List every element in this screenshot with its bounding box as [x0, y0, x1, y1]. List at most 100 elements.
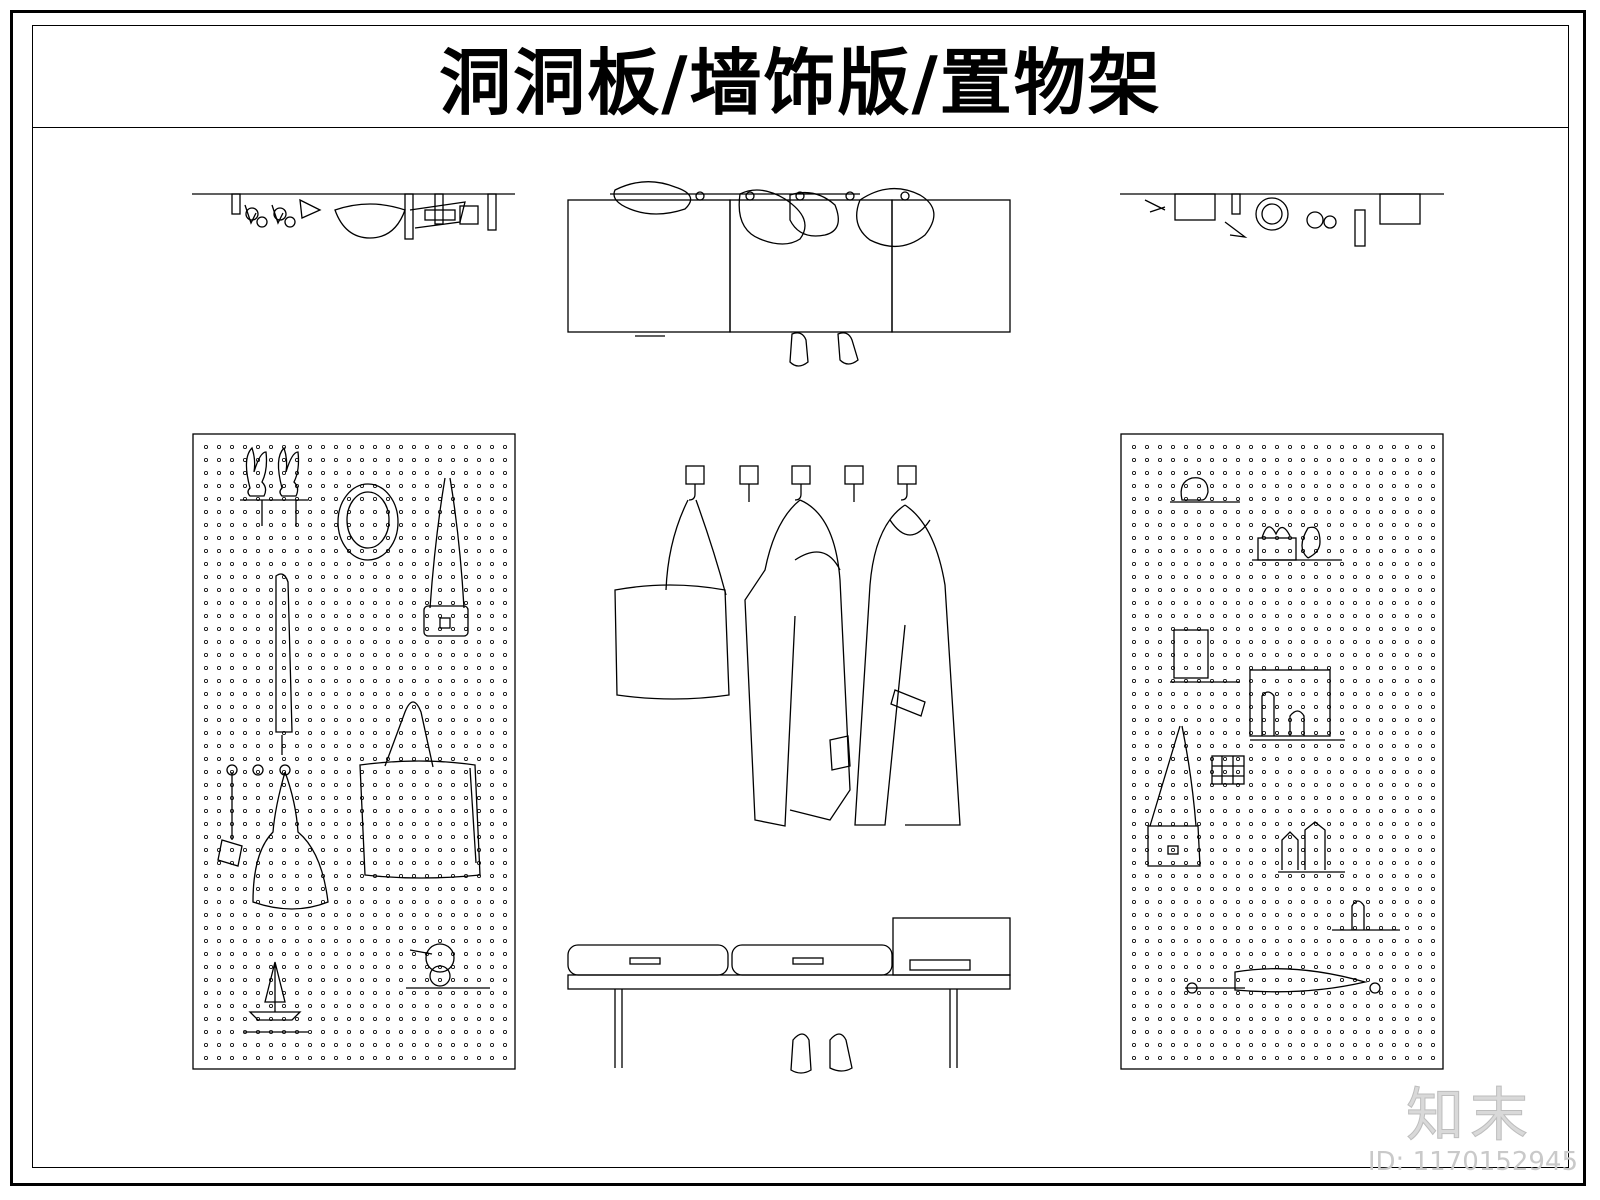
peg-hole: [1184, 926, 1189, 931]
peg-hole: [294, 783, 299, 788]
peg-hole: [1288, 614, 1293, 619]
peg-hole: [359, 965, 364, 970]
peg-hole: [203, 692, 208, 697]
peg-hole: [463, 1030, 468, 1035]
peg-hole: [1431, 666, 1436, 671]
peg-hole: [1392, 1017, 1397, 1022]
peg-hole: [307, 926, 312, 931]
peg-hole: [1327, 770, 1332, 775]
peg-hole: [268, 757, 273, 762]
peg-hole: [1366, 926, 1371, 931]
peg-hole: [1236, 1056, 1241, 1061]
peg-hole: [450, 1043, 455, 1048]
peg-hole: [1340, 744, 1345, 749]
peg-hole: [1145, 653, 1150, 658]
peg-hole: [1145, 692, 1150, 697]
peg-hole: [1262, 679, 1267, 684]
peg-hole: [1184, 575, 1189, 580]
peg-hole: [1275, 926, 1280, 931]
peg-hole: [359, 861, 364, 866]
peg-hole: [1236, 926, 1241, 931]
peg-hole: [489, 926, 494, 931]
peg-hole: [346, 601, 351, 606]
peg-hole: [1158, 874, 1163, 879]
peg-hole: [450, 835, 455, 840]
peg-hole: [1171, 692, 1176, 697]
peg-hole: [1340, 887, 1345, 892]
peg-hole: [1301, 770, 1306, 775]
peg-hole: [1418, 588, 1423, 593]
peg-hole: [385, 926, 390, 931]
peg-hole: [307, 848, 312, 853]
peg-hole: [489, 470, 494, 475]
peg-hole: [1236, 874, 1241, 879]
peg-hole: [411, 496, 416, 501]
peg-hole: [1132, 627, 1137, 632]
peg-hole: [1353, 470, 1358, 475]
peg-hole: [346, 1043, 351, 1048]
peg-hole: [1327, 1017, 1332, 1022]
peg-hole: [1379, 874, 1384, 879]
peg-hole: [1158, 1030, 1163, 1035]
peg-hole: [411, 796, 416, 801]
peg-hole: [1418, 900, 1423, 905]
peg-hole: [320, 978, 325, 983]
peg-hole: [1353, 705, 1358, 710]
peg-hole: [398, 822, 403, 827]
peg-hole: [1366, 627, 1371, 632]
peg-hole: [346, 809, 351, 814]
peg-hole: [502, 601, 507, 606]
peg-hole: [1353, 887, 1358, 892]
peg-hole: [1197, 861, 1202, 866]
peg-hole: [398, 757, 403, 762]
peg-hole: [1301, 822, 1306, 827]
peg-hole: [1184, 900, 1189, 905]
peg-hole: [1275, 614, 1280, 619]
peg-hole: [1197, 874, 1202, 879]
peg-hole: [372, 848, 377, 853]
peg-hole: [1405, 835, 1410, 840]
peg-hole: [1405, 861, 1410, 866]
peg-hole: [1145, 1004, 1150, 1009]
peg-hole: [203, 653, 208, 658]
peg-hole: [307, 978, 312, 983]
peg-hole: [1431, 601, 1436, 606]
peg-hole: [1197, 666, 1202, 671]
peg-hole: [1184, 809, 1189, 814]
peg-hole: [333, 588, 338, 593]
peg-hole: [1158, 887, 1163, 892]
peg-hole: [476, 835, 481, 840]
peg-hole: [1327, 874, 1332, 879]
peg-hole: [1197, 978, 1202, 983]
peg-hole: [450, 1056, 455, 1061]
peg-hole: [1431, 978, 1436, 983]
peg-hole: [1418, 549, 1423, 554]
peg-hole: [1314, 614, 1319, 619]
peg-hole: [203, 731, 208, 736]
peg-hole: [359, 614, 364, 619]
peg-hole: [450, 601, 455, 606]
peg-hole: [1275, 848, 1280, 853]
peg-hole: [1301, 692, 1306, 697]
peg-hole: [1353, 1043, 1358, 1048]
peg-hole: [1379, 483, 1384, 488]
peg-hole: [1171, 978, 1176, 983]
peg-hole: [450, 1004, 455, 1009]
peg-hole: [1392, 965, 1397, 970]
peg-hole: [203, 1004, 208, 1009]
peg-hole: [1340, 783, 1345, 788]
peg-hole: [242, 965, 247, 970]
peg-hole: [476, 939, 481, 944]
peg-hole: [294, 666, 299, 671]
peg-hole: [1132, 549, 1137, 554]
peg-hole: [203, 509, 208, 514]
peg-hole: [1340, 1030, 1345, 1035]
peg-hole: [216, 796, 221, 801]
peg-hole: [1236, 835, 1241, 840]
peg-hole: [1353, 444, 1358, 449]
peg-hole: [320, 731, 325, 736]
peg-hole: [216, 783, 221, 788]
peg-hole: [398, 614, 403, 619]
peg-hole: [1145, 1056, 1150, 1061]
peg-hole: [502, 939, 507, 944]
